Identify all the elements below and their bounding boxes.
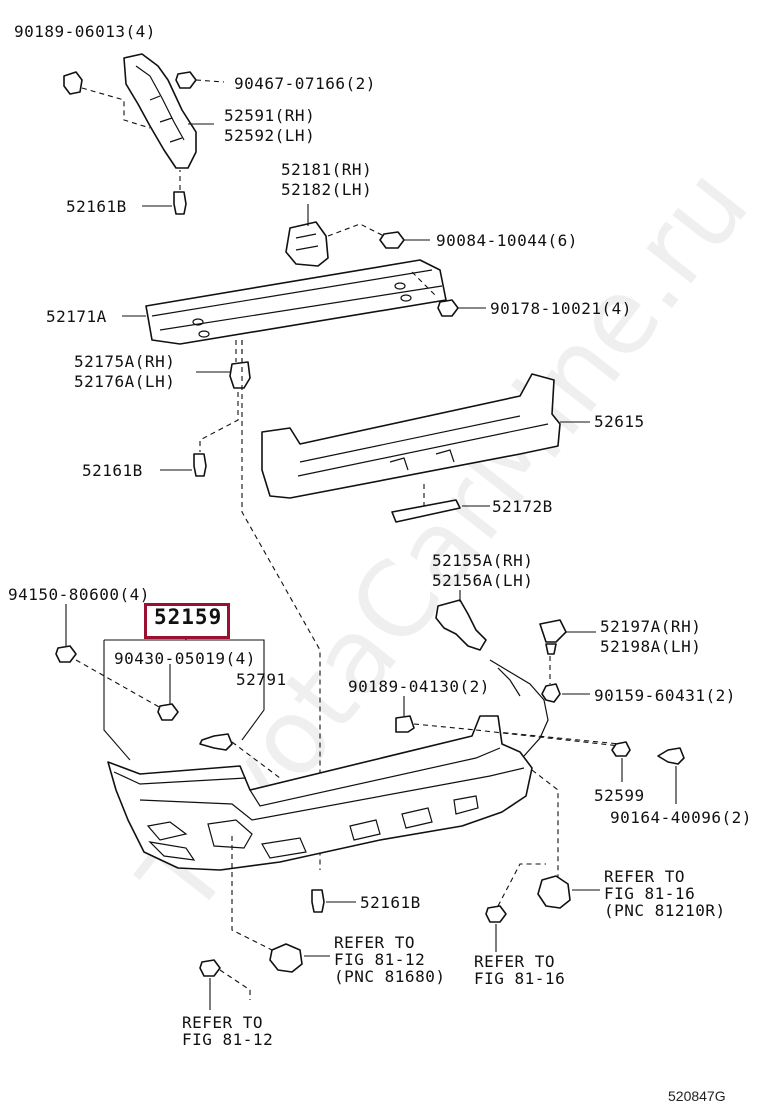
label-52591: 52591(RH) [224, 106, 316, 125]
label-refer-81-16-b-line2: FIG 81-16 [474, 969, 566, 988]
label-52159[interactable]: 52159 [154, 605, 223, 629]
bracket-52197a [539, 619, 567, 655]
label-52181: 52181(RH) [281, 160, 373, 179]
label-52161b-mid: 52161B [82, 461, 143, 480]
spacer-52172b [391, 499, 461, 523]
label-refer-81-16-a-line1: REFER TO [604, 867, 686, 886]
highlight-box [144, 603, 230, 639]
bumper-cover [107, 659, 549, 871]
label-52171a: 52171A [46, 307, 107, 326]
label-52592: 52592(LH) [224, 126, 316, 145]
label-94150-80600: 94150-80600(4) [8, 585, 150, 604]
label-refer-81-12-a-line1: REFER TO [334, 933, 416, 952]
label-90189-06013: 90189-06013(4) [14, 22, 156, 41]
label-refer-81-16-a-line2: FIG 81-16 [604, 884, 696, 903]
reflector-81680 [269, 943, 303, 973]
label-refer-81-16-b-line1: REFER TO [474, 952, 556, 971]
reflector-81210r [537, 875, 571, 909]
clip-90189-06013 [63, 71, 83, 95]
bolt-left-reflector [199, 959, 221, 977]
clip-52161b-low [311, 889, 325, 913]
bracket-52181 [285, 221, 329, 267]
diagram-code: 520847G [668, 1088, 726, 1104]
nut-52599 [611, 741, 631, 757]
label-52791: 52791 [236, 670, 287, 689]
label-52156a: 52156A(LH) [432, 571, 534, 590]
label-refer-81-12-a-line2: FIG 81-12 [334, 950, 426, 969]
reinforcement-52171a [145, 259, 447, 345]
side-bracket [123, 53, 197, 169]
bolt-90159-60431 [541, 683, 561, 703]
nut-94150-80600 [55, 645, 77, 663]
clip-52161b-mid [193, 453, 207, 477]
label-52197a: 52197A(RH) [600, 617, 702, 636]
label-52182: 52182(LH) [281, 180, 373, 199]
label-90178-10021: 90178-10021(4) [490, 299, 632, 318]
clip-90189-04130 [395, 715, 415, 733]
label-52615: 52615 [594, 412, 645, 431]
label-refer-81-12-b-line2: FIG 81-12 [182, 1030, 274, 1049]
label-52161b-top: 52161B [66, 197, 127, 216]
label-52161b-low: 52161B [360, 893, 421, 912]
label-52198a: 52198A(LH) [600, 637, 702, 656]
label-52155a: 52155A(RH) [432, 551, 534, 570]
bracket-52175a [229, 361, 251, 389]
label-52172b: 52172B [492, 497, 553, 516]
label-52175a: 52175A(RH) [74, 352, 176, 371]
nut-90178-10021 [437, 299, 459, 317]
label-refer-81-16-a-line3: (PNC 81210R) [604, 901, 726, 920]
screw-90164-40096 [657, 747, 685, 765]
label-90467-07166: 90467-07166(2) [234, 74, 376, 93]
clip-52161b-top [173, 191, 187, 215]
label-90159-60431: 90159-60431(2) [594, 686, 736, 705]
retainer-52155a [435, 599, 487, 651]
label-refer-81-12-a-line3: (PNC 81680) [334, 967, 446, 986]
label-refer-81-12-b-line1: REFER TO [182, 1013, 264, 1032]
absorber-52615 [261, 373, 561, 499]
nut-90430-05019 [157, 703, 179, 721]
label-90430-05019: 90430-05019(4) [114, 649, 256, 668]
label-90084-10044: 90084-10044(6) [436, 231, 578, 250]
label-52599: 52599 [594, 786, 645, 805]
label-52176a: 52176A(LH) [74, 372, 176, 391]
label-90189-04130: 90189-04130(2) [348, 677, 490, 696]
bolt-right-reflector [485, 905, 507, 923]
nut-90467-07166 [175, 71, 197, 89]
screw-52791 [199, 733, 233, 751]
bolt-90084-10044 [379, 231, 405, 249]
label-90164-40096: 90164-40096(2) [610, 808, 752, 827]
